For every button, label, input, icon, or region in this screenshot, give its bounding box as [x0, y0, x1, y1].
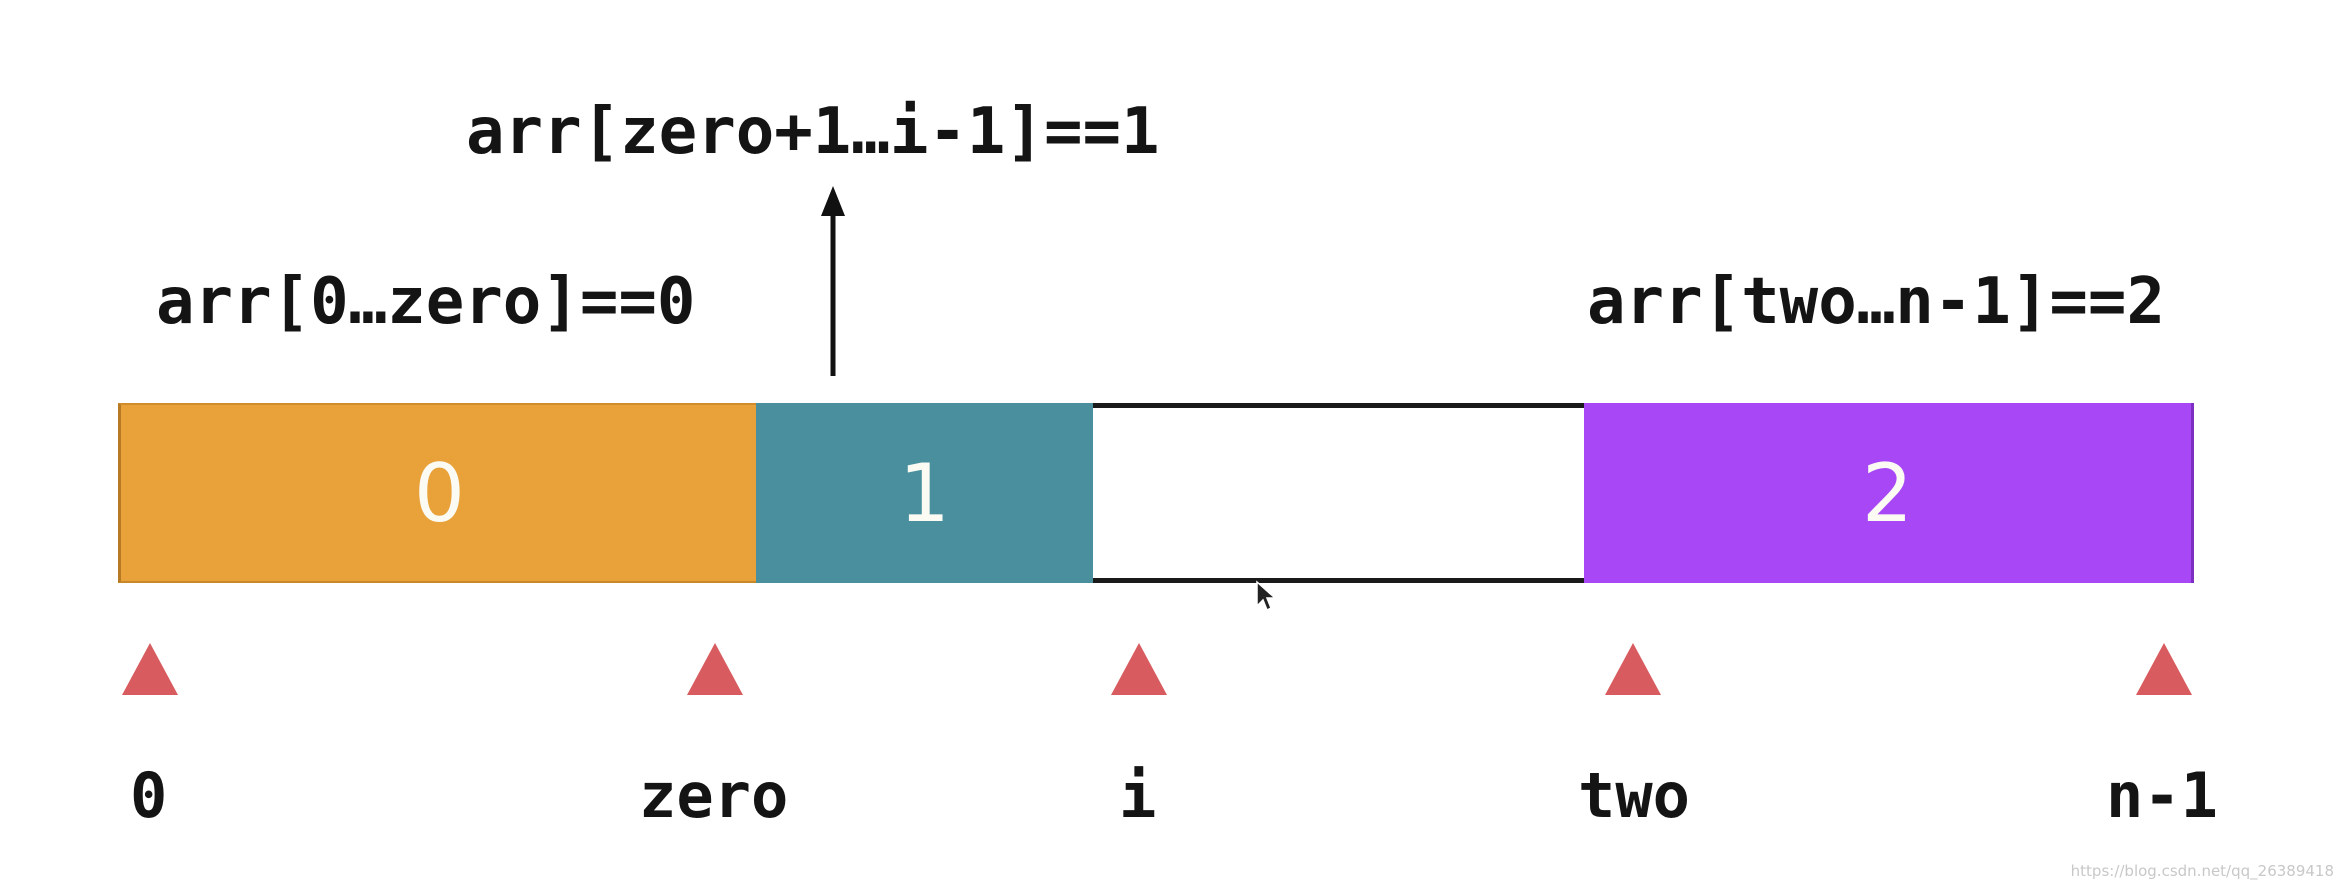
watermark: https://blog.csdn.net/qq_26389418: [2070, 862, 2334, 880]
segment-unprocessed: [1093, 403, 1585, 583]
marker-n-1-icon: [2136, 643, 2192, 695]
marker-zero-icon: [687, 643, 743, 695]
up-arrow-icon: [821, 186, 845, 376]
marker-0-icon: [122, 643, 178, 695]
segment-ones: 1: [756, 403, 1093, 583]
index-label-n-1: n-1: [2106, 759, 2218, 832]
index-label-two: two: [1578, 759, 1690, 832]
middle-region-label: arr[zero+1…i-1]==1: [466, 95, 1160, 169]
index-label-0: 0: [130, 759, 168, 832]
mouse-cursor-icon: [1256, 580, 1277, 612]
index-label-i: i: [1119, 759, 1157, 832]
segment-zeros-label: 0: [414, 446, 465, 540]
segment-ones-label: 1: [899, 446, 950, 540]
segment-zeros: 0: [118, 403, 758, 583]
marker-i-icon: [1111, 643, 1167, 695]
segment-twos: 2: [1584, 403, 2194, 583]
index-label-zero: zero: [639, 759, 789, 832]
right-region-label: arr[two…n-1]==2: [1587, 265, 2165, 339]
segment-twos-label: 2: [1862, 446, 1913, 540]
marker-two-icon: [1605, 643, 1661, 695]
left-region-label: arr[0…zero]==0: [156, 265, 696, 339]
